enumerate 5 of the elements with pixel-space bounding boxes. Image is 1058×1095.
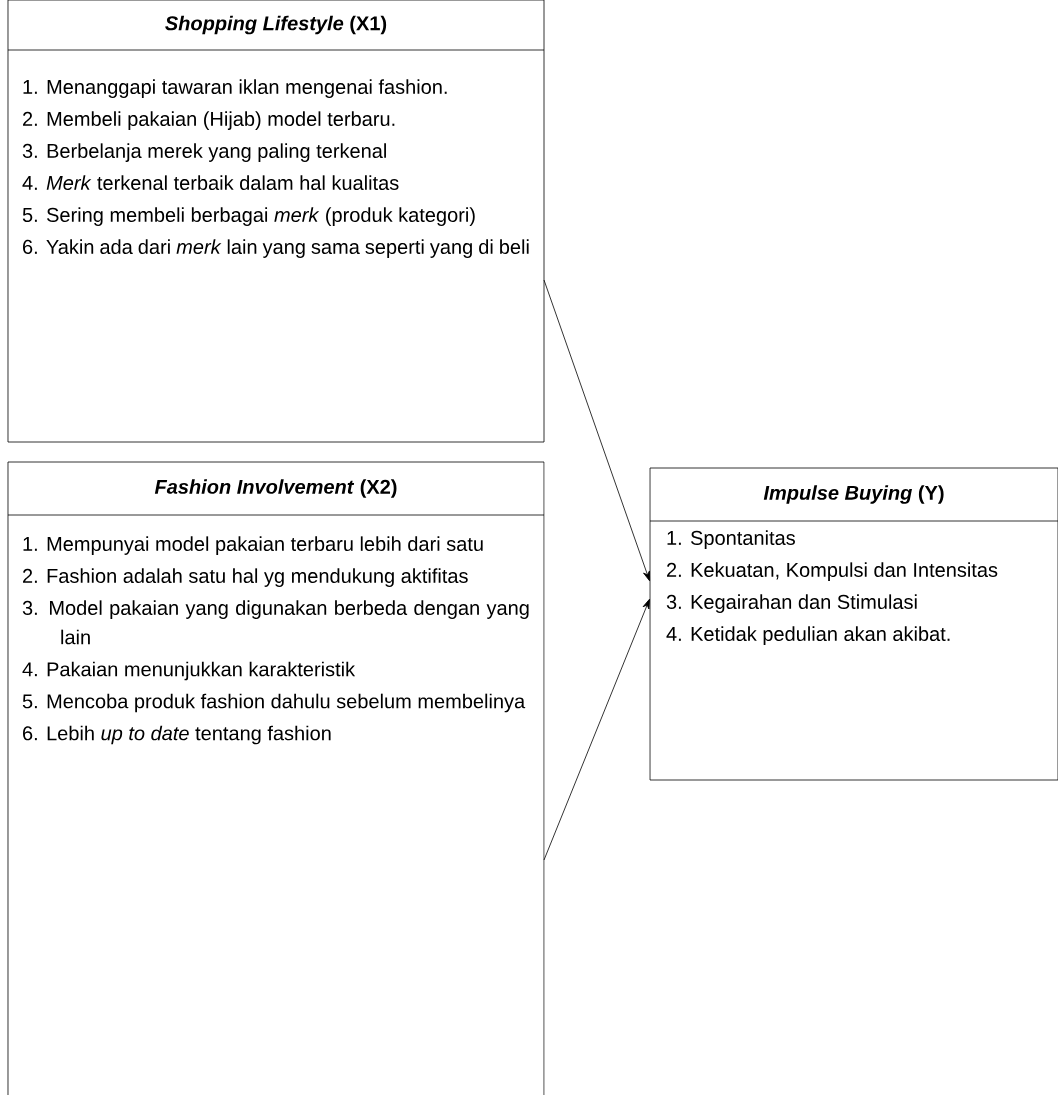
arrow [543, 279, 650, 582]
indicator-box: Shopping Lifestyle (X1) 1. Menanggapi tawaran iklan mengenai fashion. 2. Membeli pakaian (Hijab) model terbaru. 3. Berbelanja merek yang paling terkenal 4. Merk terkenal terbaik dalam hal kualitas 5. Sering membeli berbagai merk (produk kategori) 6. Yakin ada dari merk lain yang sama seperti yang di beli [7, 0, 545, 443]
indicator-box: Fashion Involvement (X2) 1. Mempunyai model pakaian terbaru lebih dari satu 2. Fashion adalah satu hal yg mendukung aktifitas 3. Model pakaian yang digunakan berbeda dengan yang lain 4. Pakaian menunjukkan karakteristik 5. Mencoba produk fashion dahulu sebelum membelinya 6. Lebih up to date tentang fashion [7, 461, 545, 1095]
arrow [543, 598, 650, 861]
indicator-box: Impulse Buying (Y) 1. Spontanitas 2. Kekuatan, Kompulsi dan Intensitas 3. Kegairahan dan Stimulasi 4. Ketidak pedulian akan akibat. [649, 467, 1058, 781]
